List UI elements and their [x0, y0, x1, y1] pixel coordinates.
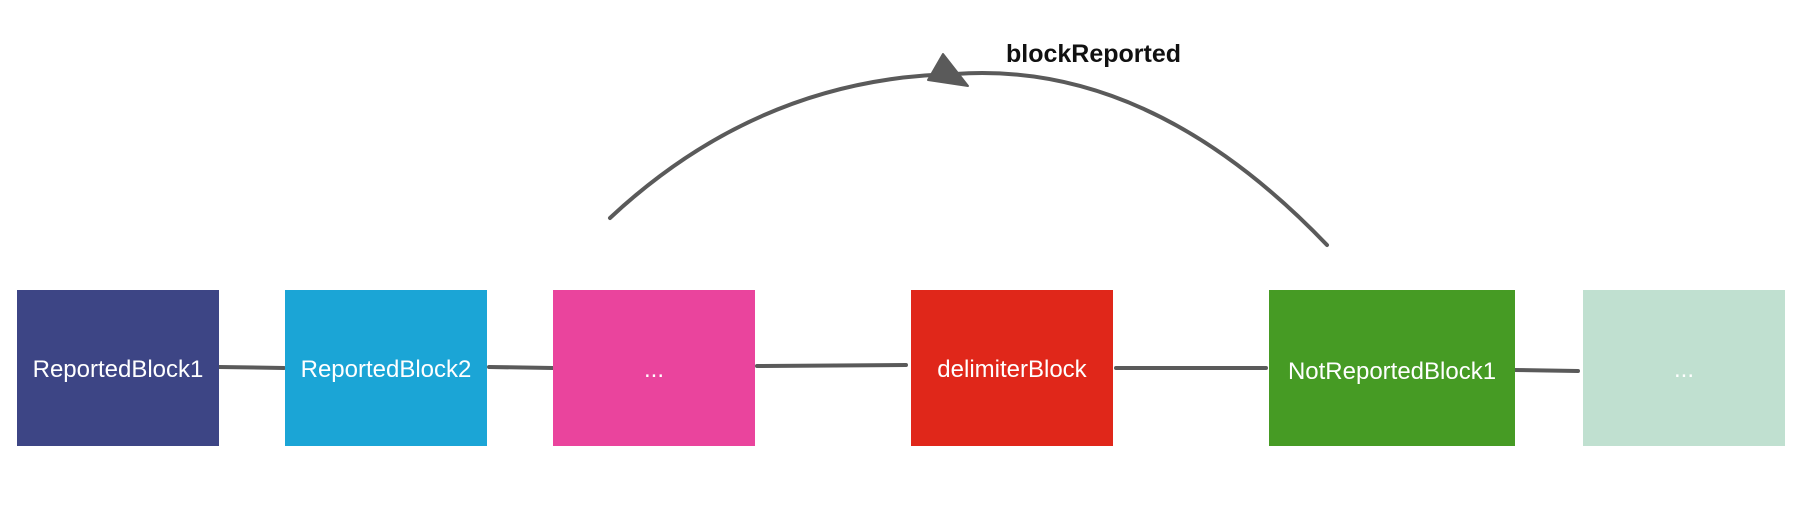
block-box: [911, 290, 1113, 446]
arrow-arc: [608, 71, 1329, 247]
block-box: [1269, 290, 1515, 446]
block-reported-block-1: ReportedBlock1: [17, 290, 219, 446]
connector-5-6: [1512, 368, 1580, 373]
block-box: [553, 290, 755, 446]
block-not-reported-block-1: NotReportedBlock1: [1269, 290, 1515, 446]
block-label: delimiterBlock: [937, 356, 1087, 383]
block-label: NotReportedBlock1: [1288, 358, 1496, 385]
block-reported-arrow: blockReported: [608, 40, 1329, 247]
block-label: ...: [1674, 356, 1694, 383]
arrowhead-icon: [927, 53, 969, 87]
connectors: [217, 363, 1580, 373]
block-reported-block-2: ReportedBlock2: [285, 290, 487, 446]
connector-1-2: [217, 365, 286, 370]
block-label: ReportedBlock1: [33, 356, 204, 383]
block-label: ReportedBlock2: [301, 356, 472, 383]
connector-3-4: [755, 363, 908, 368]
arrow-label: blockReported: [1006, 40, 1181, 68]
block-delimiter: delimiterBlock: [911, 290, 1113, 446]
block-ellipsis-1: ...: [553, 290, 755, 446]
connector-2-3: [487, 365, 555, 370]
block-box: [1583, 290, 1785, 446]
block-ellipsis-2: ...: [1583, 290, 1785, 446]
block-label: ...: [644, 356, 664, 383]
block-box: [285, 290, 487, 446]
block-box: [17, 290, 219, 446]
